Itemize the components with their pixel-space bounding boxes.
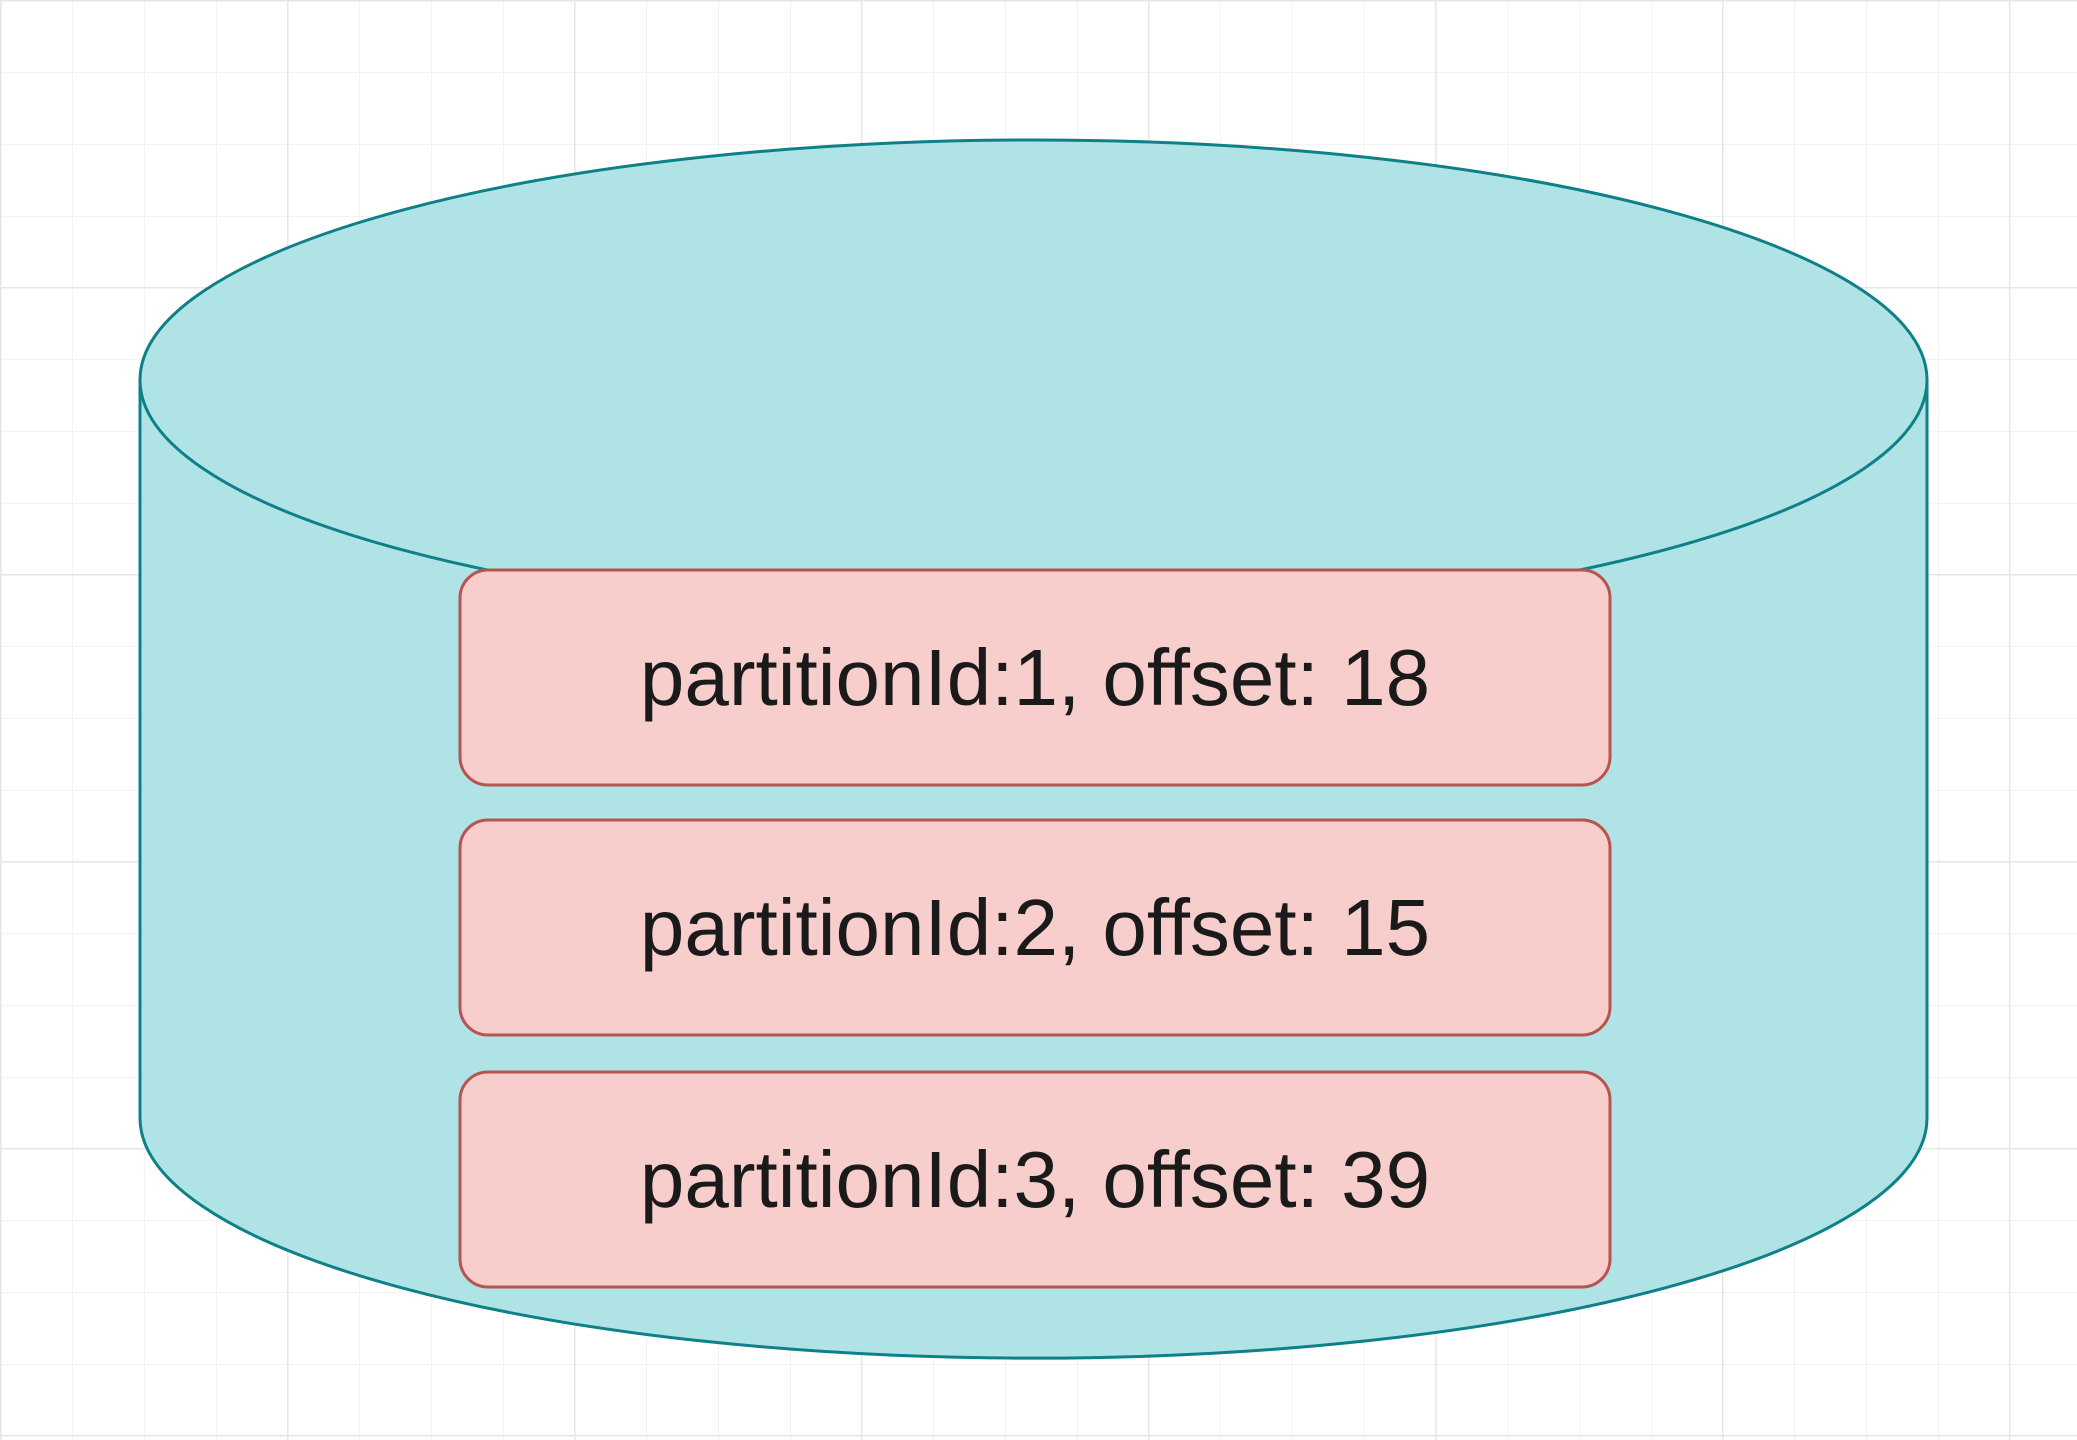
partition-box-2[interactable]: partitionId:2, offset: 15 — [458, 818, 1612, 1037]
partition-label-3: partitionId:3, offset: 39 — [640, 1135, 1430, 1224]
partition-box-shape — [458, 568, 1612, 787]
partition-label-1: partitionId:1, offset: 18 — [640, 633, 1430, 722]
partition-label-2: partitionId:2, offset: 15 — [640, 883, 1430, 972]
partition-box-shape — [458, 818, 1612, 1037]
partition-box-1[interactable]: partitionId:1, offset: 18 — [458, 568, 1612, 787]
partition-box-3[interactable]: partitionId:3, offset: 39 — [458, 1070, 1612, 1289]
cylinder-top — [138, 138, 1929, 622]
partition-box-shape — [458, 1070, 1612, 1289]
